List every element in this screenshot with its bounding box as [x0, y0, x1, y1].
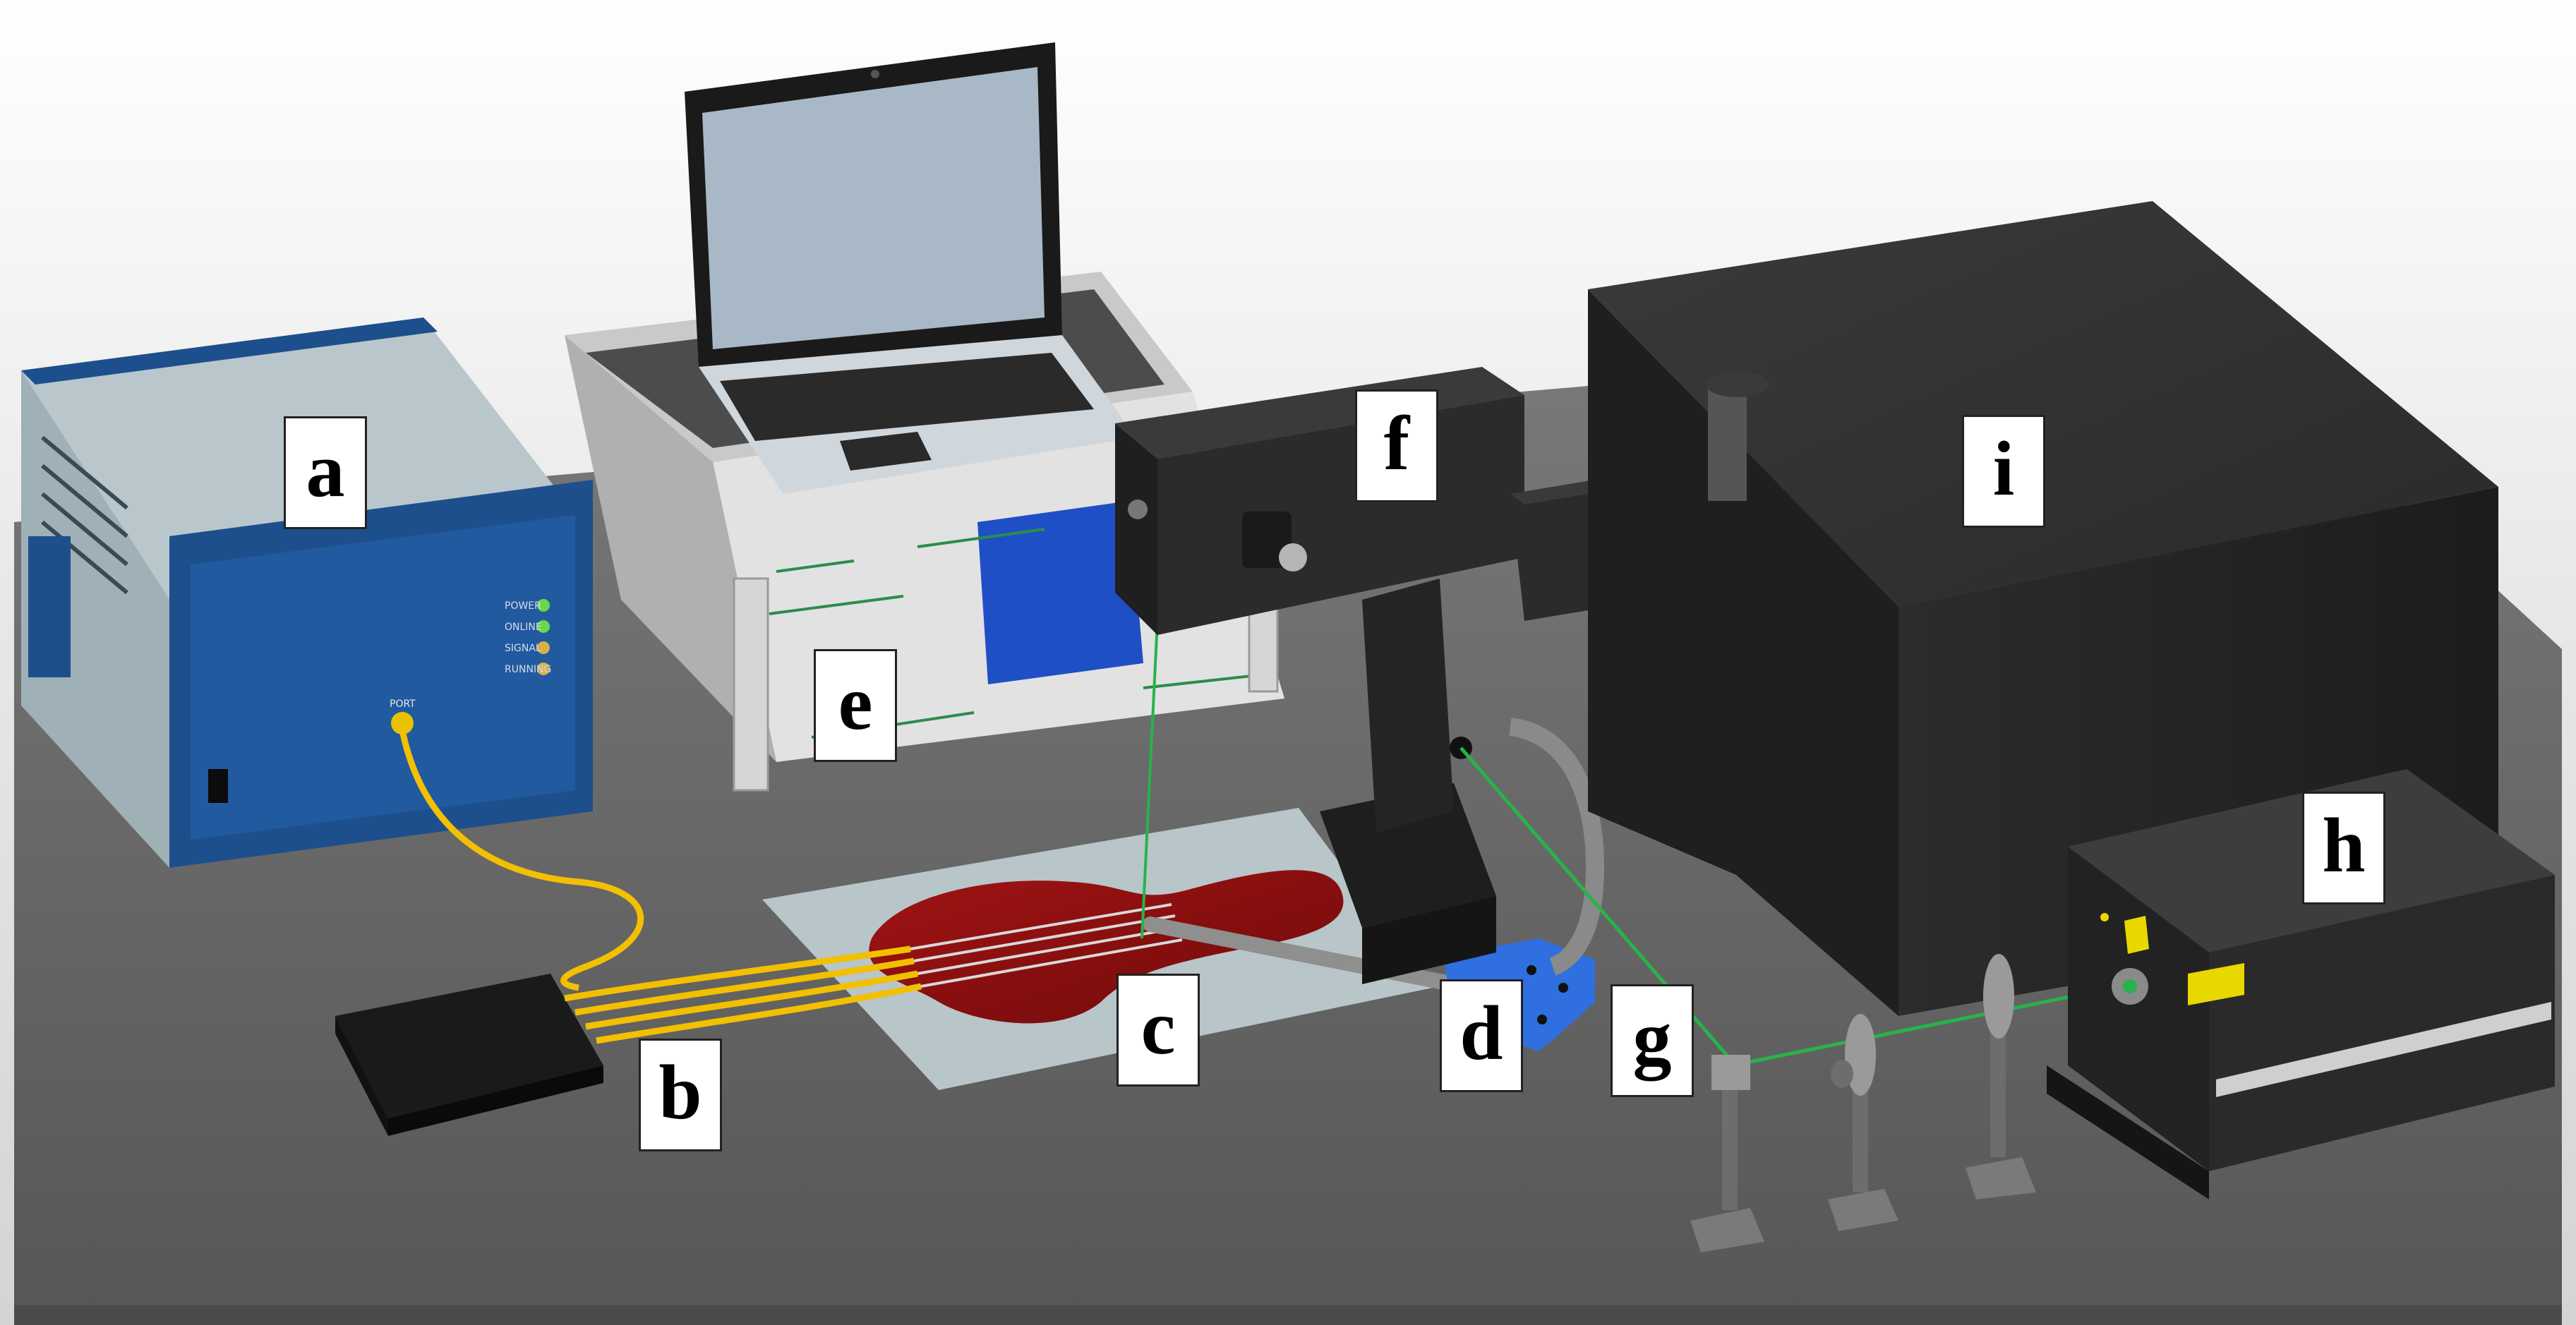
tissue-sample — [869, 870, 1344, 1024]
front-rail — [2216, 1002, 2551, 1097]
led-labels: POWER ONLINE SIGNAL RUNNING — [505, 600, 551, 675]
fiber-probe-box — [335, 974, 603, 1136]
laptop-keys — [720, 353, 1094, 441]
label-c: c — [1117, 974, 1200, 1087]
label-h: h — [2302, 792, 2385, 904]
laptop-trackpad — [840, 432, 932, 471]
led-label-signal: SIGNAL — [505, 643, 541, 654]
probe-cable — [1508, 718, 1605, 976]
laser-beam-vertical — [1140, 620, 1159, 939]
laptop — [685, 42, 1136, 494]
fiber-cable — [399, 730, 644, 991]
led-label-power: POWER — [505, 600, 541, 612]
port-label: PORT — [390, 698, 416, 710]
label-d: d — [1440, 979, 1523, 1092]
rack-handle-right — [1248, 605, 1279, 693]
caution-sticker — [2188, 963, 2244, 1005]
caution-sticker-small — [2124, 916, 2149, 954]
lens-holder-1 — [1828, 1014, 1898, 1231]
label-i: i — [1962, 415, 2045, 528]
vent-slots — [41, 435, 128, 595]
mirror-mount — [1690, 1055, 1764, 1252]
rack-handle-left — [733, 577, 769, 792]
led-label-online: ONLINE — [505, 622, 542, 633]
needle-probes — [910, 903, 1183, 988]
laser-beam-horizontal — [1732, 982, 2132, 1067]
lens-holder-2 — [1966, 954, 2036, 1199]
label-g: g — [1611, 984, 1694, 1097]
led-label-running: RUNNING — [505, 664, 551, 675]
fiber-bundle — [564, 945, 922, 1044]
power-switch — [208, 769, 228, 803]
status-leds — [537, 599, 550, 675]
side-handle — [28, 536, 71, 677]
laptop-screen — [702, 67, 1045, 349]
optical-components — [1690, 954, 2036, 1252]
label-a: a — [284, 416, 367, 529]
label-f: f — [1355, 389, 1438, 502]
label-b: b — [639, 1039, 722, 1151]
port-connector — [391, 712, 414, 734]
label-e: e — [814, 649, 897, 762]
top-port — [1708, 381, 1747, 501]
rack-screen — [977, 501, 1143, 684]
adjustment-knob — [1242, 512, 1292, 568]
